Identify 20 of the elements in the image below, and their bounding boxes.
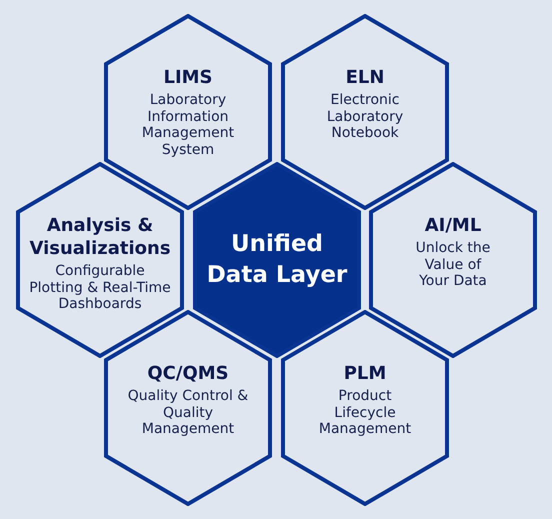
node-title: ELN — [344, 66, 386, 89]
hexagon-node — [104, 310, 272, 506]
hexagon-node — [16, 162, 184, 358]
hexagon-node — [369, 162, 537, 358]
node-description: Unlock the Value of Your Data — [414, 240, 492, 290]
hexagon-node — [281, 14, 449, 210]
node-description: Product Lifecycle Management — [318, 388, 412, 438]
node-description: Laboratory Information Management System — [140, 92, 236, 158]
hexagon-node — [193, 162, 361, 358]
hexagon-node — [104, 14, 272, 210]
node-title: LIMS — [162, 66, 214, 89]
node-title: Analysis & Visualizations — [28, 214, 172, 260]
node-title: AI/ML — [424, 214, 482, 237]
node-title: PLM — [342, 362, 388, 385]
node-description: Electronic Laboratory Notebook — [326, 92, 404, 142]
node-title: Unified Data Layer — [206, 230, 348, 290]
node-title: QC/QMS — [146, 362, 230, 385]
node-description: Configurable Plotting & Real-Time Dashboards — [28, 263, 172, 312]
hexagon-node — [281, 310, 449, 506]
node-description: Quality Control & Quality Management — [126, 388, 250, 438]
